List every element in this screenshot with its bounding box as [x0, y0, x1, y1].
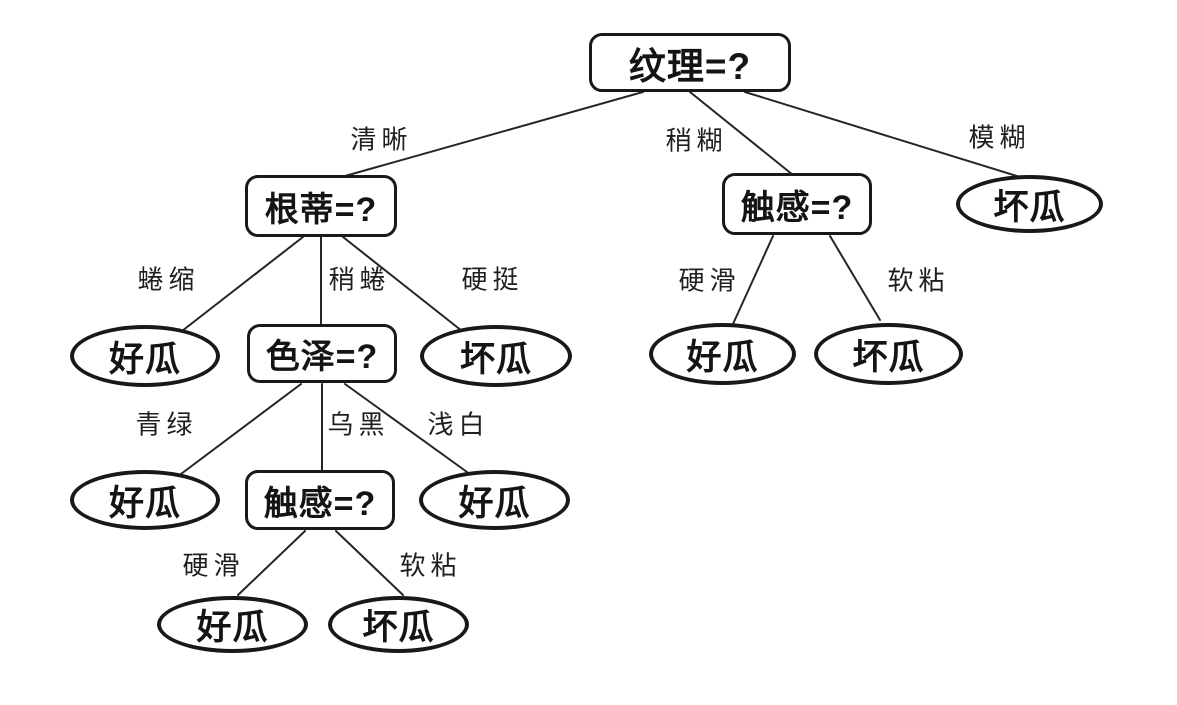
leaf-bad-softsticky-left: 坏瓜: [328, 596, 469, 653]
leaf-good-hardsmooth-left: 好瓜: [157, 596, 308, 653]
leaf-good-curled: 好瓜: [70, 325, 220, 387]
edge-line-stem-bad-stiff: [342, 236, 463, 332]
leaf-bad-stiff: 坏瓜: [420, 325, 572, 387]
node-color: 色泽=?: [247, 324, 397, 383]
edge-label-softsticky-left: 软粘: [399, 551, 462, 582]
leaf-good-lightwhite: 好瓜: [419, 470, 570, 530]
leaf-label: 好瓜: [196, 608, 269, 647]
edge-label-green: 青绿: [135, 410, 198, 441]
edge-line-touchmid-bad: [829, 235, 881, 321]
edge-label-slightly-curled: 稍蜷: [328, 265, 391, 296]
leaf-label: 好瓜: [458, 483, 531, 523]
edge-line-touchmid-good: [732, 235, 774, 325]
leaf-label: 好瓜: [686, 337, 759, 377]
leaf-bad-softsticky-mid: 坏瓜: [814, 323, 963, 385]
node-touch-left: 触感=?: [245, 470, 395, 530]
node-stem: 根蒂=?: [245, 175, 397, 237]
node-label: 触感=?: [740, 188, 854, 227]
edge-line-touchleft-good: [237, 530, 306, 596]
leaf-bad-blurry: 坏瓜: [956, 175, 1103, 233]
node-label: 色泽=?: [265, 338, 379, 376]
edge-line-stem-good-curled: [181, 236, 304, 332]
node-label: 根蒂=?: [264, 190, 378, 229]
node-label: 纹理=?: [628, 45, 752, 87]
edge-label-hardsmooth-mid: 硬滑: [678, 266, 741, 297]
node-texture: 纹理=?: [589, 33, 791, 92]
edge-line-touchleft-bad: [335, 530, 404, 596]
edge-label-clear: 清晰: [350, 125, 413, 156]
edge-label-stiff: 硬挺: [461, 265, 524, 296]
leaf-label: 坏瓜: [362, 608, 435, 647]
edge-line-color-good-lightwhite: [344, 383, 468, 473]
edge-line-texture-stem: [344, 91, 644, 177]
leaf-label: 好瓜: [108, 339, 181, 379]
edge-line-texture-bad-blurry: [744, 91, 1021, 178]
leaf-label: 好瓜: [108, 483, 181, 523]
leaf-label: 坏瓜: [459, 339, 532, 379]
leaf-good-hardsmooth-mid: 好瓜: [649, 323, 796, 385]
leaf-label: 坏瓜: [852, 337, 925, 377]
node-touch-mid: 触感=?: [722, 173, 872, 235]
node-label: 触感=?: [263, 484, 377, 523]
edge-label-slightly-blurry: 稍糊: [665, 126, 728, 157]
leaf-good-green: 好瓜: [70, 470, 220, 530]
edge-line-color-good-green: [180, 383, 302, 475]
leaf-label: 坏瓜: [993, 187, 1066, 227]
edge-label-blurry: 模糊: [968, 123, 1031, 154]
edge-label-softsticky-mid: 软粘: [887, 266, 950, 297]
edge-label-lightwhite: 浅白: [427, 410, 490, 441]
edge-label-dark: 乌黑: [327, 410, 390, 441]
edge-label-curled: 蜷缩: [137, 265, 200, 296]
edge-label-hardsmooth-left: 硬滑: [182, 551, 245, 582]
edge-line-texture-touch-mid: [689, 91, 794, 176]
